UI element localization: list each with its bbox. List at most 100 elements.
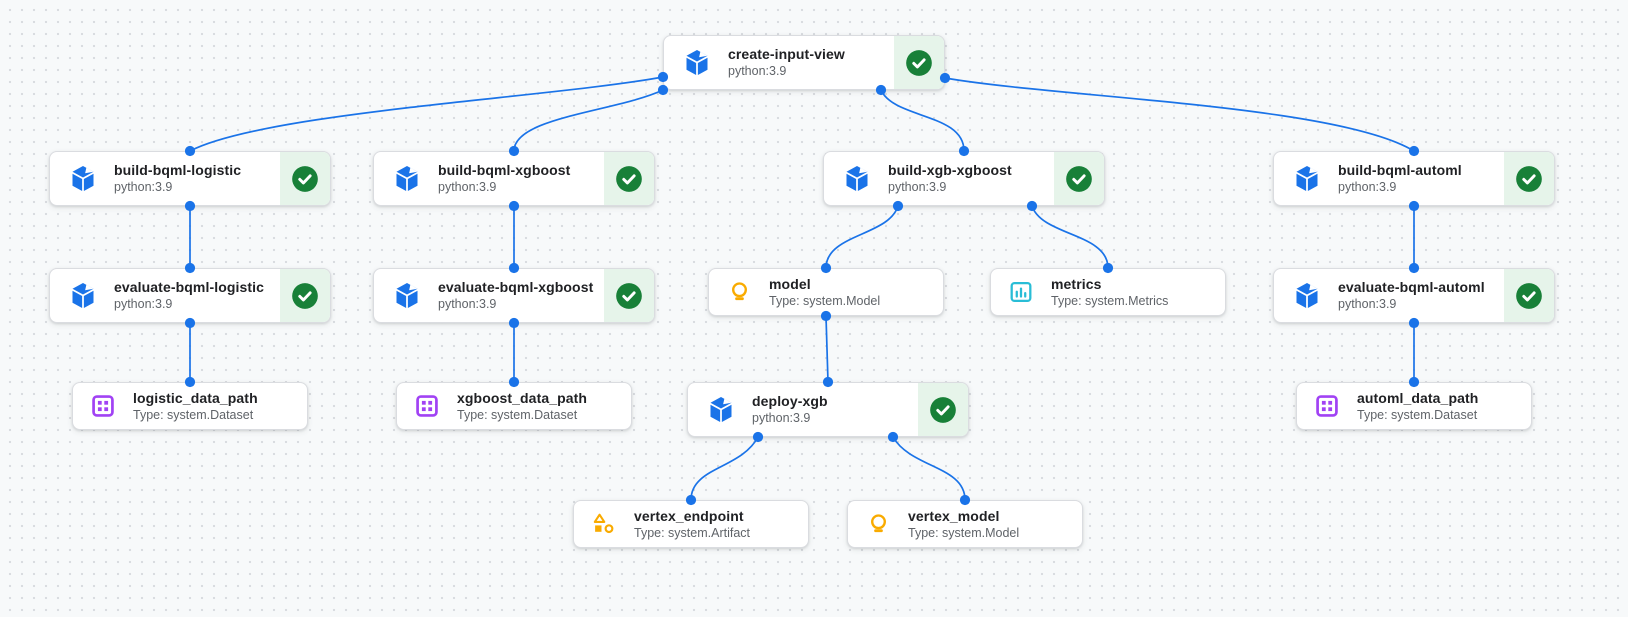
dataset-grid-icon: [413, 393, 441, 419]
node-evaluate-bqml-automl[interactable]: evaluate-bqml-automl python:3.9: [1273, 268, 1555, 323]
node-create-input-view[interactable]: create-input-view python:3.9: [663, 35, 945, 90]
status-badge-succeeded: [1054, 152, 1104, 205]
status-badge-succeeded: [280, 152, 330, 205]
node-subtitle: Type: system.Dataset: [457, 407, 578, 422]
node-build-bqml-logistic[interactable]: build-bqml-logistic python:3.9: [49, 151, 331, 206]
edge-deploy-xgb-to-vertex_endpoint: [690, 436, 759, 501]
node-evaluate-bqml-xgboost[interactable]: evaluate-bqml-xgboost python:3.9: [373, 268, 655, 323]
check-circle-icon: [291, 282, 319, 310]
node-title: vertex_model: [908, 507, 1000, 524]
edge-create-input-view-to-build-xgb-xgboost: [880, 89, 965, 152]
shapes-icon: [590, 511, 618, 537]
dataset-grid-icon: [89, 393, 117, 419]
node-title: evaluate-bqml-automl: [1338, 279, 1485, 295]
node-title: build-bqml-automl: [1338, 162, 1462, 178]
node-build-bqml-xgboost[interactable]: build-bqml-xgboost python:3.9: [373, 151, 655, 206]
cube-icon: [392, 164, 422, 194]
node-title: evaluate-bqml-logistic: [114, 279, 265, 295]
node-title: evaluate-bqml-xgboost: [438, 279, 594, 295]
edge-create-input-view-to-build-bqml-automl: [944, 77, 1415, 152]
node-title: create-input-view: [728, 46, 845, 62]
cube-icon: [706, 395, 736, 425]
check-circle-icon: [905, 49, 933, 77]
status-badge-succeeded: [280, 269, 330, 322]
status-badge-succeeded: [918, 383, 968, 436]
node-text: build-bqml-logistic python:3.9: [114, 162, 280, 195]
status-badge-succeeded: [894, 36, 944, 89]
node-title: deploy-xgb: [752, 393, 828, 409]
status-badge-succeeded: [604, 269, 654, 322]
lightbulb-icon: [725, 279, 753, 306]
edge-model-to-deploy-xgb: [825, 315, 829, 383]
node-title: build-xgb-xgboost: [888, 162, 1012, 178]
node-title: automl_data_path: [1357, 389, 1479, 406]
check-circle-icon: [1515, 282, 1543, 310]
node-text: create-input-view python:3.9: [728, 46, 894, 79]
check-circle-icon: [615, 165, 643, 193]
node-title: logistic_data_path: [133, 389, 258, 406]
node-title: build-bqml-xgboost: [438, 162, 571, 178]
node-title: metrics: [1051, 275, 1102, 292]
cube-icon: [842, 164, 872, 194]
check-circle-icon: [291, 165, 319, 193]
edge-build-xgb-xgboost-to-metrics: [1031, 205, 1109, 269]
cube-icon: [1292, 164, 1322, 194]
node-subtitle: Type: system.Dataset: [133, 407, 254, 422]
cube-icon: [392, 281, 422, 311]
node-build-bqml-automl[interactable]: build-bqml-automl python:3.9: [1273, 151, 1555, 206]
node-subtitle: python:3.9: [752, 411, 811, 425]
cube-icon: [68, 281, 98, 311]
status-badge-succeeded: [1504, 269, 1554, 322]
node-subtitle: Type: system.Dataset: [1357, 407, 1478, 422]
node-subtitle: python:3.9: [1338, 297, 1397, 311]
node-text: build-bqml-automl python:3.9: [1338, 162, 1504, 195]
node-title: vertex_endpoint: [634, 507, 744, 524]
node-subtitle: Type: system.Model: [769, 293, 881, 308]
node-title: build-bqml-logistic: [114, 162, 242, 178]
node-subtitle: Type: system.Artifact: [634, 525, 751, 540]
node-text: evaluate-bqml-logistic python:3.9: [114, 279, 280, 312]
check-circle-icon: [1065, 165, 1093, 193]
node-subtitle: python:3.9: [1338, 180, 1397, 194]
node-subtitle: python:3.9: [438, 180, 497, 194]
lightbulb-icon: [864, 511, 892, 538]
bar-chart-icon: [1007, 279, 1035, 305]
node-evaluate-bqml-logistic[interactable]: evaluate-bqml-logistic python:3.9: [49, 268, 331, 323]
node-subtitle: python:3.9: [728, 64, 787, 78]
check-circle-icon: [929, 396, 957, 424]
edge-deploy-xgb-to-vertex_model: [892, 436, 966, 501]
node-text: deploy-xgb python:3.9: [752, 393, 918, 426]
edge-create-input-view-to-build-bqml-xgboost: [513, 89, 664, 152]
node-title: xgboost_data_path: [457, 389, 588, 406]
node-text: evaluate-bqml-automl python:3.9: [1338, 279, 1504, 312]
cube-icon: [1292, 281, 1322, 311]
edge-create-input-view-to-build-bqml-logistic: [189, 76, 664, 152]
node-deploy-xgb[interactable]: deploy-xgb python:3.9: [687, 382, 969, 437]
cube-icon: [68, 164, 98, 194]
dataset-grid-icon: [1313, 393, 1341, 419]
edge-build-xgb-xgboost-to-model: [825, 205, 899, 269]
node-subtitle: python:3.9: [438, 297, 497, 311]
status-badge-succeeded: [1504, 152, 1554, 205]
node-subtitle: python:3.9: [114, 180, 173, 194]
node-subtitle: python:3.9: [114, 297, 173, 311]
node-subtitle: Type: system.Metrics: [1051, 293, 1169, 308]
node-subtitle: Type: system.Model: [908, 525, 1020, 540]
